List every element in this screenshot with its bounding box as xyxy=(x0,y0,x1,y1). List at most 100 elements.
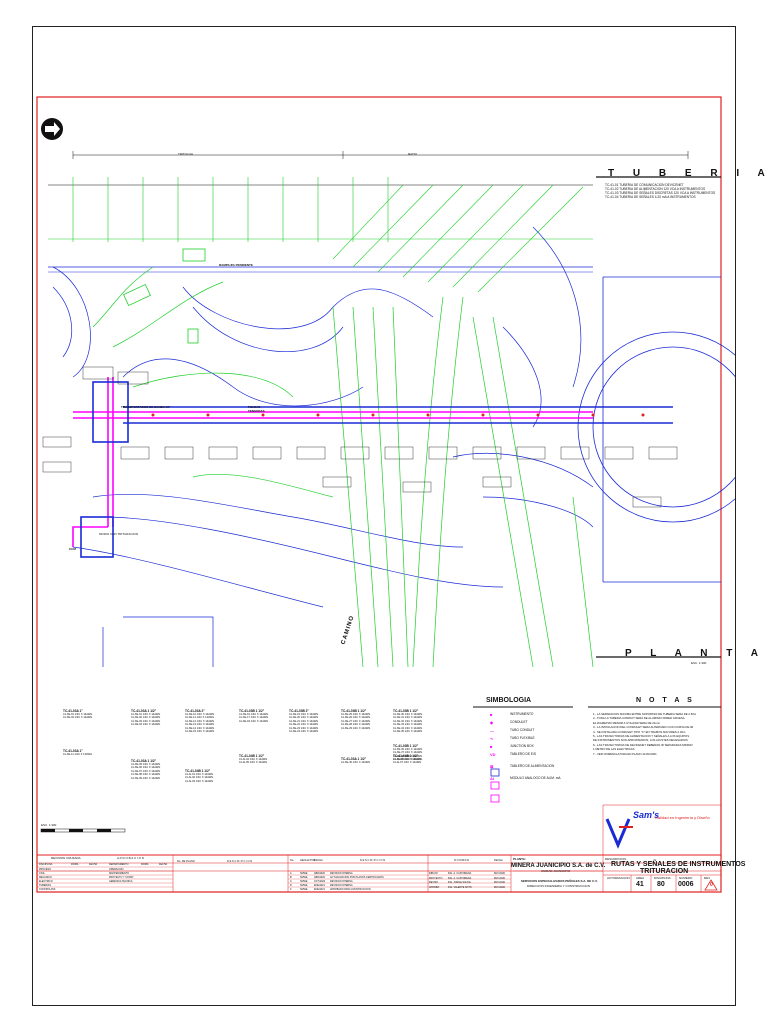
pipe-schedule-row: 41-XE-11 1/4C X 14AWG xyxy=(185,716,215,720)
rev-value: 0 xyxy=(710,882,713,888)
rev-cell: 0 xyxy=(290,888,292,891)
numero-label: NUMERO xyxy=(679,876,693,880)
pipe-schedule-row: 41-XE-15 1/4C X 14AWG xyxy=(185,730,215,734)
revision-col-header: FECHA xyxy=(159,863,168,866)
revision-triangle-icon xyxy=(704,879,718,891)
plano-col-header: D E S C R I P C I O N xyxy=(227,860,253,863)
rev-col-header: No. xyxy=(290,859,295,862)
pipe-schedule-row: 41-XE-21 1/4C X 14AWG xyxy=(289,719,319,723)
pipe-schedule-row: 41-XE-01 1/4C X 14AWG xyxy=(131,713,161,716)
simbologia-label: TUBO CONDUIT xyxy=(510,728,535,732)
simbologia-heading: SIMBOLOGIA xyxy=(486,697,532,704)
rev-cell: ENE/2021 xyxy=(314,888,325,891)
pipe-schedule-row: 41-XE-25 1/4C X 14AWG xyxy=(341,713,371,716)
pipe-schedule-row: 41-XE-19 1/4C X 14AWG xyxy=(289,713,319,716)
planta-heading: P L A N T A xyxy=(625,648,766,659)
simbologia-item: ■INSTRUMENTO xyxy=(488,712,583,720)
contractor-sub: DIRECCION INGENIERIA Y CONSTRUCCION xyxy=(527,884,590,888)
revision-cell: CONTROL/INS xyxy=(39,887,56,891)
pipe-schedule-row: 41-AI-04 1/4C X 14AWG xyxy=(239,758,268,761)
rev-cell: C xyxy=(290,880,292,883)
rev-cell: D xyxy=(290,884,292,887)
rev-cell: REVISION INTERNA xyxy=(330,884,353,887)
rev-cell: SMWE xyxy=(300,880,308,883)
tuberias-note: TC-41-04 TUBERIA DE SEÑALES 4-20 mA A IN… xyxy=(605,195,696,199)
rev-cell: ACTUALIZACION POR PLANOS CERTIFICADOS xyxy=(330,876,384,879)
pipe-schedule-row: 41-XE-01 1/4C X 14AWG xyxy=(63,713,93,716)
names-cell: ING. VALENTE SOTO xyxy=(448,885,472,889)
simbologia-symbol: ⊠ xyxy=(490,764,494,769)
names-cell: REVISO xyxy=(429,881,439,884)
pipe-schedule-row: 41-XE-40 1/4C X 14AWG xyxy=(341,761,371,764)
pipe-schedule-row: 41-XE-32 1/4C X 14AWG xyxy=(393,719,423,723)
nota-item: 5.- LAS TRAYECTORIAS DE ALIMENTACION Y S… xyxy=(593,734,690,739)
revision-cell: OPERACION xyxy=(109,867,124,871)
nota-item: EL DIAMETRO MENOR A UTILIZAR SERA DE 21m… xyxy=(593,720,661,725)
revision-col-header: FIRMA xyxy=(141,863,149,866)
simbologia-item: —TUBO CONDUIT xyxy=(488,728,583,736)
simbologia-label: TABLERO DE E/S xyxy=(510,752,536,756)
revision-cell: CIVIL xyxy=(39,871,45,875)
pulley-label: POLEAS TENSORAS xyxy=(248,405,265,413)
rev-cell: REVISION INTERNA xyxy=(330,880,353,883)
nota-item: DE INSTRUMENTOS SON APROXIMADOS, LOS AJU… xyxy=(593,738,688,743)
drawing-canvas xyxy=(36,96,768,893)
nota-item: 6.- LAS TRAYECTORIAS DE DEVICENET DEBERA… xyxy=(593,742,693,747)
pipe-schedule-row: 41-XE-07 1/4C X 14AWG xyxy=(131,769,161,773)
pipe-schedule-row: 41-XE-17 1/4C X 14AWG xyxy=(239,716,269,720)
pipe-schedule-row: 41-AI-01 1/4C X 14AWG xyxy=(185,773,214,776)
pipe-schedule-title: TC-41-03A 1" xyxy=(63,749,83,753)
names-cell: MAY/2020 xyxy=(494,872,505,875)
revision-cell: MECANICO xyxy=(39,875,52,879)
pipe-schedule-title: TC-41-03A 1 1/2" xyxy=(341,757,367,761)
numero-value: 0006 xyxy=(678,881,694,888)
ramp-label: RAMPA 8% PENDIENTE xyxy=(219,263,253,267)
pipe-schedule-title: TC-41-04B 1 1/2" xyxy=(239,754,265,758)
notas-list: 1.- LA SEPARACION MAXIMA ENTRE SOPORTES … xyxy=(593,712,721,756)
nota-item: 1 METRO DE LAS ELECTRICAS xyxy=(593,747,635,752)
rev-cell: ABR/2020 xyxy=(314,872,325,875)
names-cell: ING. JORGE SAUCE xyxy=(448,881,471,884)
revision-col-header: FIRMA xyxy=(71,863,79,866)
names-col-header: FECHA xyxy=(494,859,503,862)
names-cell: ING. A. CASTORENA xyxy=(448,872,472,875)
rev-cell: ABR/2020 xyxy=(314,876,325,879)
pipe-schedule-row: 41-XE-11 1/4C X 14AWG xyxy=(63,753,93,756)
simbologia-item: ∿TUBO FLEXIBLE xyxy=(488,736,583,744)
pipe-schedule-row: 41-AI-03 1/4C X 14AWG xyxy=(185,779,214,783)
pipe-schedule-row: 41-AI-02 1/4C X 14AWG xyxy=(185,776,214,780)
simbologia-symbol: ■ xyxy=(490,712,493,717)
pipe-schedule-title: TC-41-03B 2" xyxy=(289,709,309,713)
names-col-header: N O M B R E xyxy=(454,859,469,862)
pipe-schedule-row: 41-XE-18 1/4C X 14AWG xyxy=(239,719,269,723)
pipe-schedule-title: TC-41-03B 1 1/2" xyxy=(341,709,367,713)
simbologia-label: MODULO ANALOGO DE ALIM. mA xyxy=(510,776,561,780)
tuberias-heading: T U B E R I A S xyxy=(608,168,768,179)
pipe-schedule-title: TC-41-04B 1 1/2" xyxy=(185,769,211,773)
company-tagline: Calidad en Ingeniería y Diseño xyxy=(655,815,710,820)
rev-col-header: FECHA xyxy=(314,859,323,862)
rev-cell: SMWE xyxy=(300,884,308,887)
pipe-schedule-row: 41-XE-27 1/4C X 14AWG xyxy=(341,719,371,723)
nota-item: 3.- LA INSTALACION DEL CONDULET SERA ALT… xyxy=(593,725,694,730)
names-cell: MAY/2020 xyxy=(494,876,505,880)
pipe-schedule-row: 41-XE-16 1/4C X 14AWG xyxy=(239,713,269,716)
pipe-schedule-title: TC-41-03B 1 1/2" xyxy=(393,709,419,713)
pipe-schedule-row: 41-XE-34 1/4C X 14AWG xyxy=(393,726,423,730)
nota-item: 1.- LA SEPARACION MAXIMA ENTRE SOPORTES … xyxy=(593,712,697,716)
revision-cell: PROYECTO Y CONST. xyxy=(109,875,134,879)
simbologia-label: TUBO FLEXIBLE xyxy=(510,736,535,740)
simbologia-label: TABLERO DE ALIMENTACION xyxy=(510,764,555,768)
revision-cross-heading: REVISION CRUZADA xyxy=(51,856,81,860)
aprobacion-heading: A P R O B A C I O N xyxy=(117,856,144,860)
company-logo-text: Sam's xyxy=(633,810,660,820)
tuberias-notes: TC-41-01 TUBERIA DE COMUNICACION DEVICEN… xyxy=(605,183,715,199)
pipe-schedule-title: TC-41-03A 2" xyxy=(185,709,205,713)
pipe-schedule-row: 41-XE-23 1/4C X 14AWG xyxy=(289,726,319,730)
planta-scale: ESC. 1:300 xyxy=(691,661,707,665)
